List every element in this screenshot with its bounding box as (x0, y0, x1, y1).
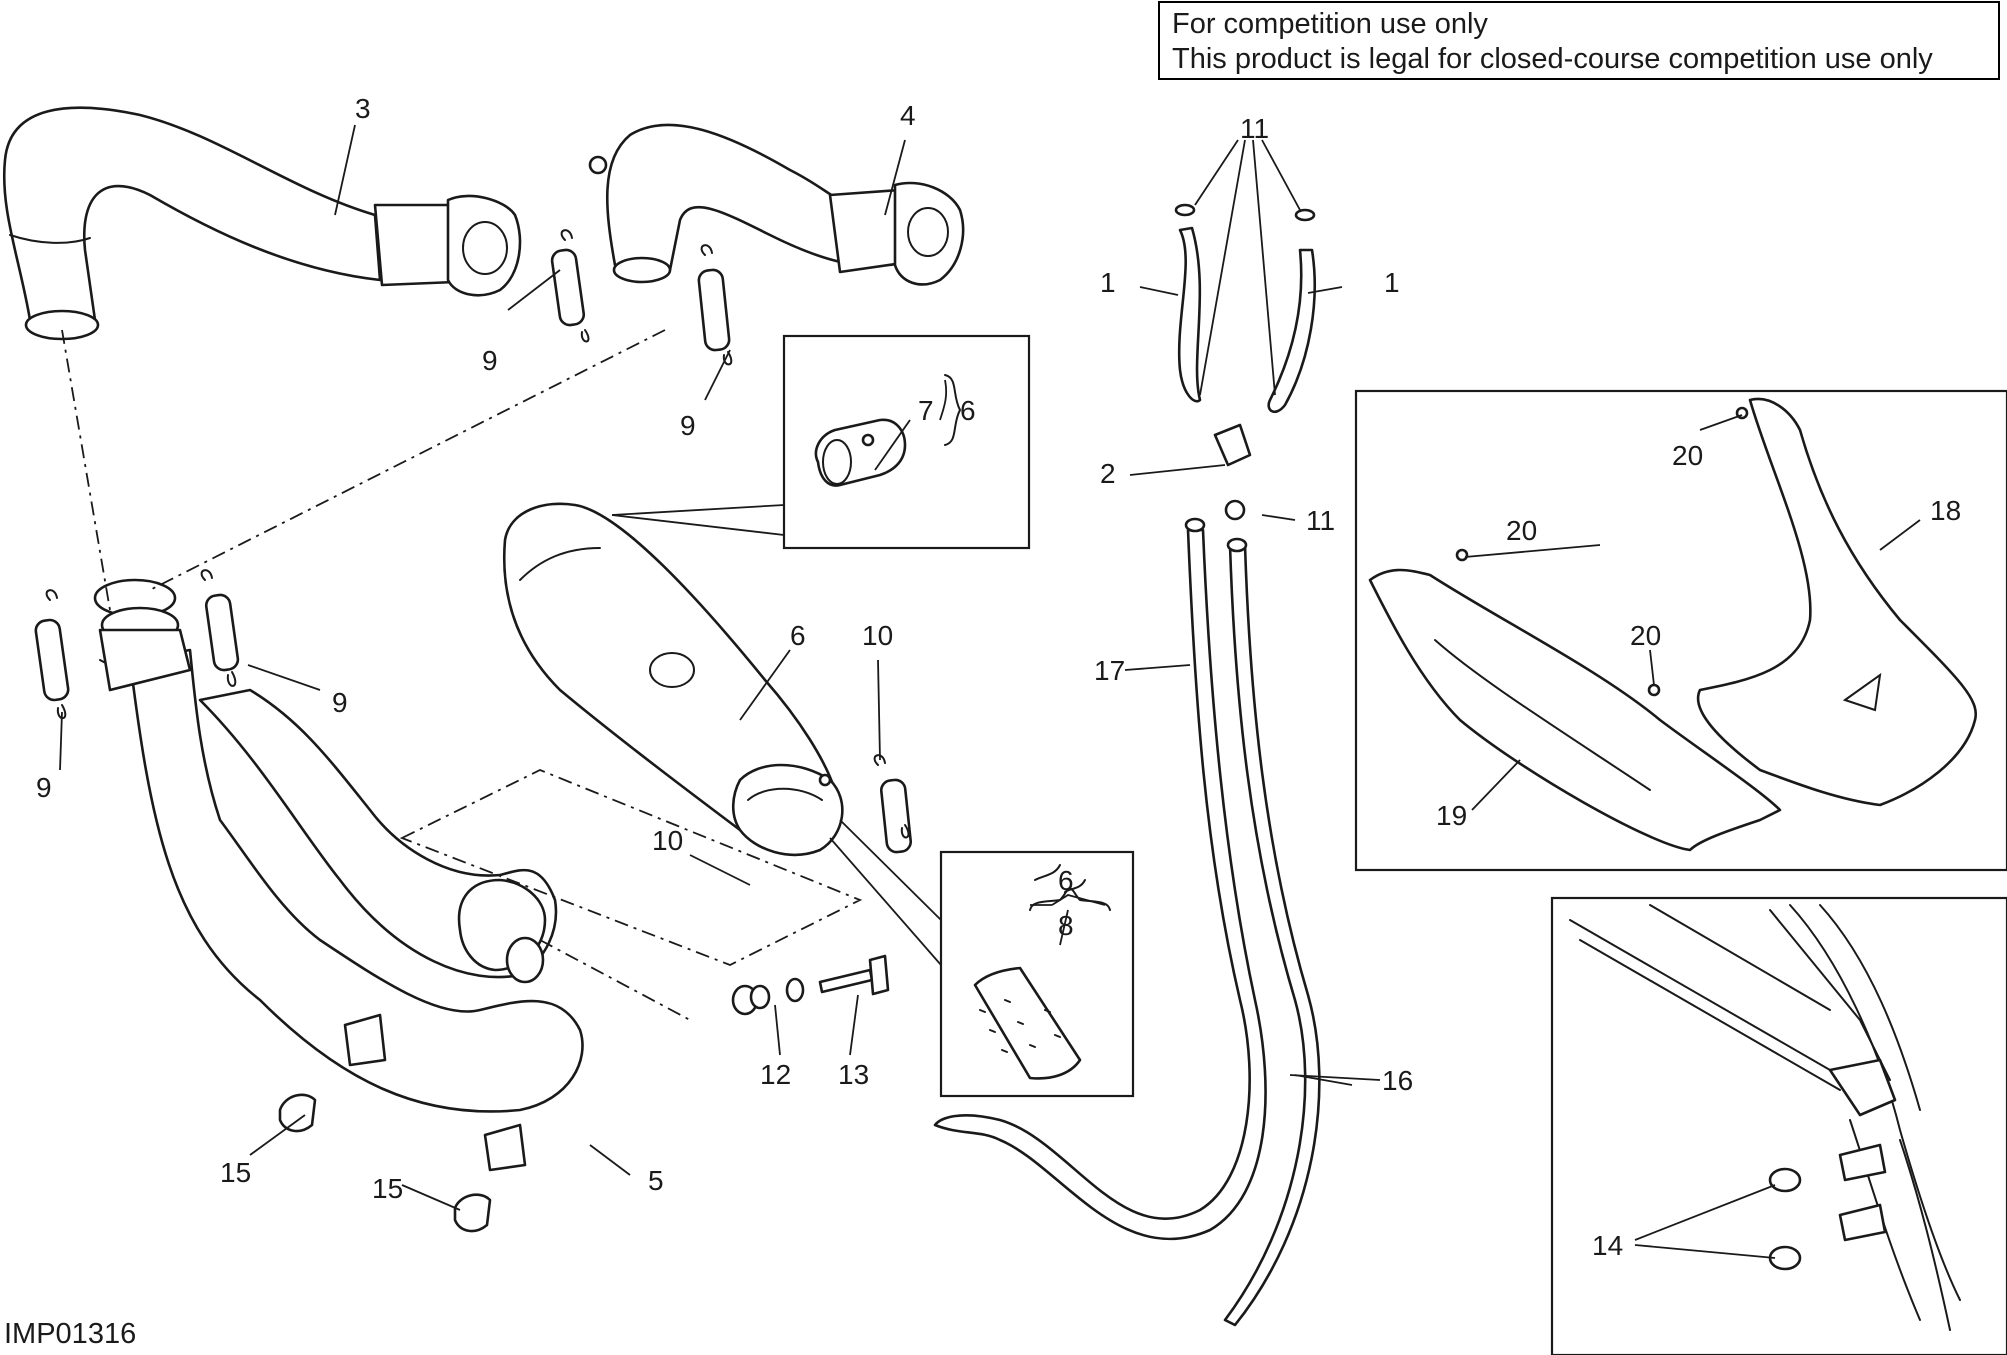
label-18: 18 (1930, 495, 1961, 526)
label-15-b: 15 (372, 1173, 403, 1204)
guide-line-a (61, 329, 111, 611)
label-9-d: 9 (36, 772, 52, 803)
breather-hoses (933, 203, 1321, 1327)
header-pipe-4 (588, 123, 965, 286)
inset-box-7 (611, 334, 1031, 550)
guide-line-b (149, 329, 666, 591)
spring-9-a (550, 229, 590, 343)
bolt-13 (818, 954, 890, 996)
label-20-c: 20 (1630, 620, 1661, 651)
label-9-a: 9 (482, 345, 498, 376)
label-13: 13 (838, 1059, 869, 1090)
label-11-bottom: 11 (1306, 505, 1335, 536)
label-15-a: 15 (220, 1157, 251, 1188)
label-10-a: 10 (862, 620, 893, 651)
label-2: 2 (1100, 458, 1116, 489)
label-10-b: 10 (652, 825, 683, 856)
brace-6-7 (944, 374, 962, 446)
brace-6-8 (1029, 886, 1111, 911)
inset-box-frame (1550, 896, 2007, 1355)
label-11-top: 11 (1240, 113, 1269, 144)
diagram-code: IMP01316 (4, 1318, 137, 1350)
notice-line-2: This product is legal for closed-course … (1172, 43, 1933, 75)
label-19: 19 (1436, 800, 1467, 831)
label-9-c: 9 (332, 687, 348, 718)
label-16: 16 (1382, 1065, 1413, 1096)
label-4: 4 (900, 100, 916, 131)
label-1-left: 1 (1100, 267, 1116, 298)
bushing-12 (731, 977, 805, 1016)
label-9-b: 9 (680, 410, 696, 441)
label-3: 3 (355, 93, 371, 124)
silencer-6 (503, 502, 844, 857)
label-6-silencer: 6 (790, 620, 806, 651)
spring-9-c (34, 589, 70, 720)
notice-line-1: For competition use only (1172, 8, 1488, 40)
spring-9-d (200, 569, 240, 687)
header-pipe-3 (2, 106, 522, 341)
inset-box-8 (829, 819, 1135, 1098)
label-8: 8 (1058, 910, 1074, 941)
label-20-b: 20 (1506, 515, 1537, 546)
inset-box-fairing (1354, 389, 2007, 872)
guide-zone (399, 769, 863, 966)
competition-notice: For competition use only This product is… (1158, 1, 2000, 80)
label-17: 17 (1094, 655, 1125, 686)
collector-pipe-5 (93, 578, 584, 1172)
label-5: 5 (648, 1165, 664, 1196)
rubber-mount-15-b (453, 1193, 492, 1233)
label-14: 14 (1592, 1230, 1623, 1261)
label-1-right: 1 (1384, 267, 1400, 298)
spring-10 (873, 754, 913, 854)
label-12: 12 (760, 1059, 791, 1090)
rubber-mount-15-a (278, 1093, 317, 1133)
label-20-a: 20 (1672, 440, 1703, 471)
spring-9-b (697, 244, 733, 366)
part-labels: 3 4 9 9 9 9 7 6 6 10 10 6 8 12 13 5 15 1… (36, 93, 1961, 1261)
label-7: 7 (918, 395, 934, 426)
label-6-brace: 6 (960, 395, 976, 426)
